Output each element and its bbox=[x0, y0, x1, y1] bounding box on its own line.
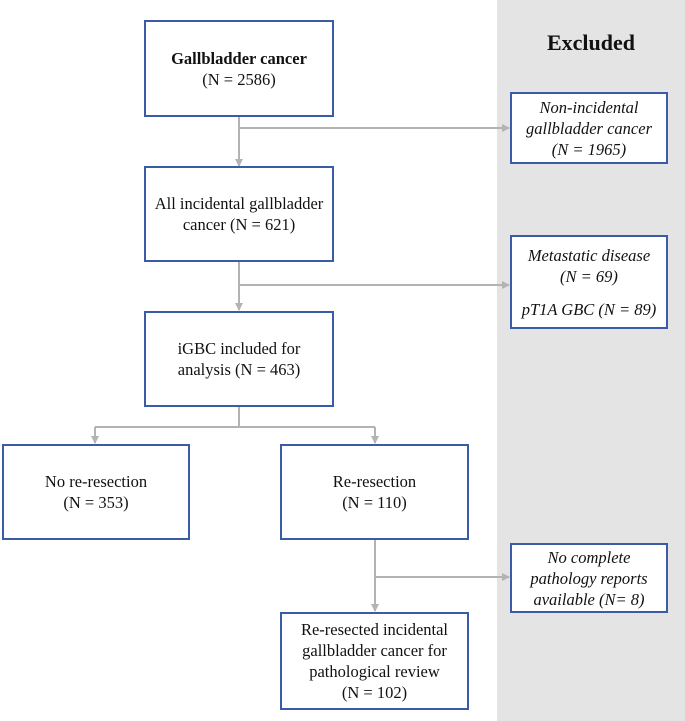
box-reresection-count: (N = 110) bbox=[342, 493, 407, 512]
excluded-metastatic-count: (N = 69) bbox=[560, 266, 618, 286]
box-excluded-non-incidental: Non-incidental gallbladder cancer (N = 1… bbox=[510, 92, 668, 164]
box-review-line1: Re-resected incidental bbox=[300, 620, 449, 639]
excluded-no-reports-line2: pathology reports bbox=[530, 568, 648, 588]
box-incidental-count: cancer (N = 621) bbox=[182, 215, 296, 234]
excluded-heading: Excluded bbox=[546, 30, 636, 55]
box-reresection: Re-resection (N = 110) bbox=[280, 444, 469, 540]
box-reresection-label: Re-resection bbox=[332, 472, 417, 491]
excluded-non-incidental-count: (N = 1965) bbox=[551, 139, 627, 159]
box-review-line3: pathological review bbox=[309, 662, 440, 681]
box-included-label: iGBC included for bbox=[177, 339, 301, 358]
excluded-no-reports-count: available (N= 8) bbox=[533, 589, 645, 609]
box-gallbladder-count: (N = 2586) bbox=[202, 69, 276, 89]
box-incidental-label: All incidental gallbladder bbox=[154, 194, 324, 213]
box-excluded-metastatic: Metastatic disease (N = 69) pT1A GBC (N … bbox=[510, 235, 668, 329]
box-no-reresection: No re-resection (N = 353) bbox=[2, 444, 190, 540]
box-no-reresection-label: No re-resection bbox=[44, 472, 148, 491]
excluded-pt1a-gbc: pT1A GBC (N = 89) bbox=[521, 299, 657, 319]
box-incidental-gbc: All incidental gallbladder cancer (N = 6… bbox=[144, 166, 334, 262]
box-pathological-review: Re-resected incidental gallbladder cance… bbox=[280, 612, 469, 710]
excluded-non-incidental-line1: Non-incidental bbox=[539, 97, 639, 117]
box-review-count: (N = 102) bbox=[341, 683, 408, 702]
box-no-reresection-count: (N = 353) bbox=[63, 493, 129, 512]
box-included-analysis: iGBC included for analysis (N = 463) bbox=[144, 311, 334, 407]
box-excluded-no-reports: No complete pathology reports available … bbox=[510, 543, 668, 613]
box-included-count: analysis (N = 463) bbox=[177, 360, 301, 379]
box-review-line2: gallbladder cancer for bbox=[302, 641, 447, 660]
box-gallbladder-label: Gallbladder cancer bbox=[171, 48, 307, 68]
excluded-no-reports-line1: No complete bbox=[547, 547, 631, 567]
excluded-metastatic-label: Metastatic disease bbox=[527, 245, 651, 265]
box-gallbladder-cancer: Gallbladder cancer (N = 2586) bbox=[144, 20, 334, 117]
excluded-non-incidental-line2: gallbladder cancer bbox=[525, 118, 652, 138]
